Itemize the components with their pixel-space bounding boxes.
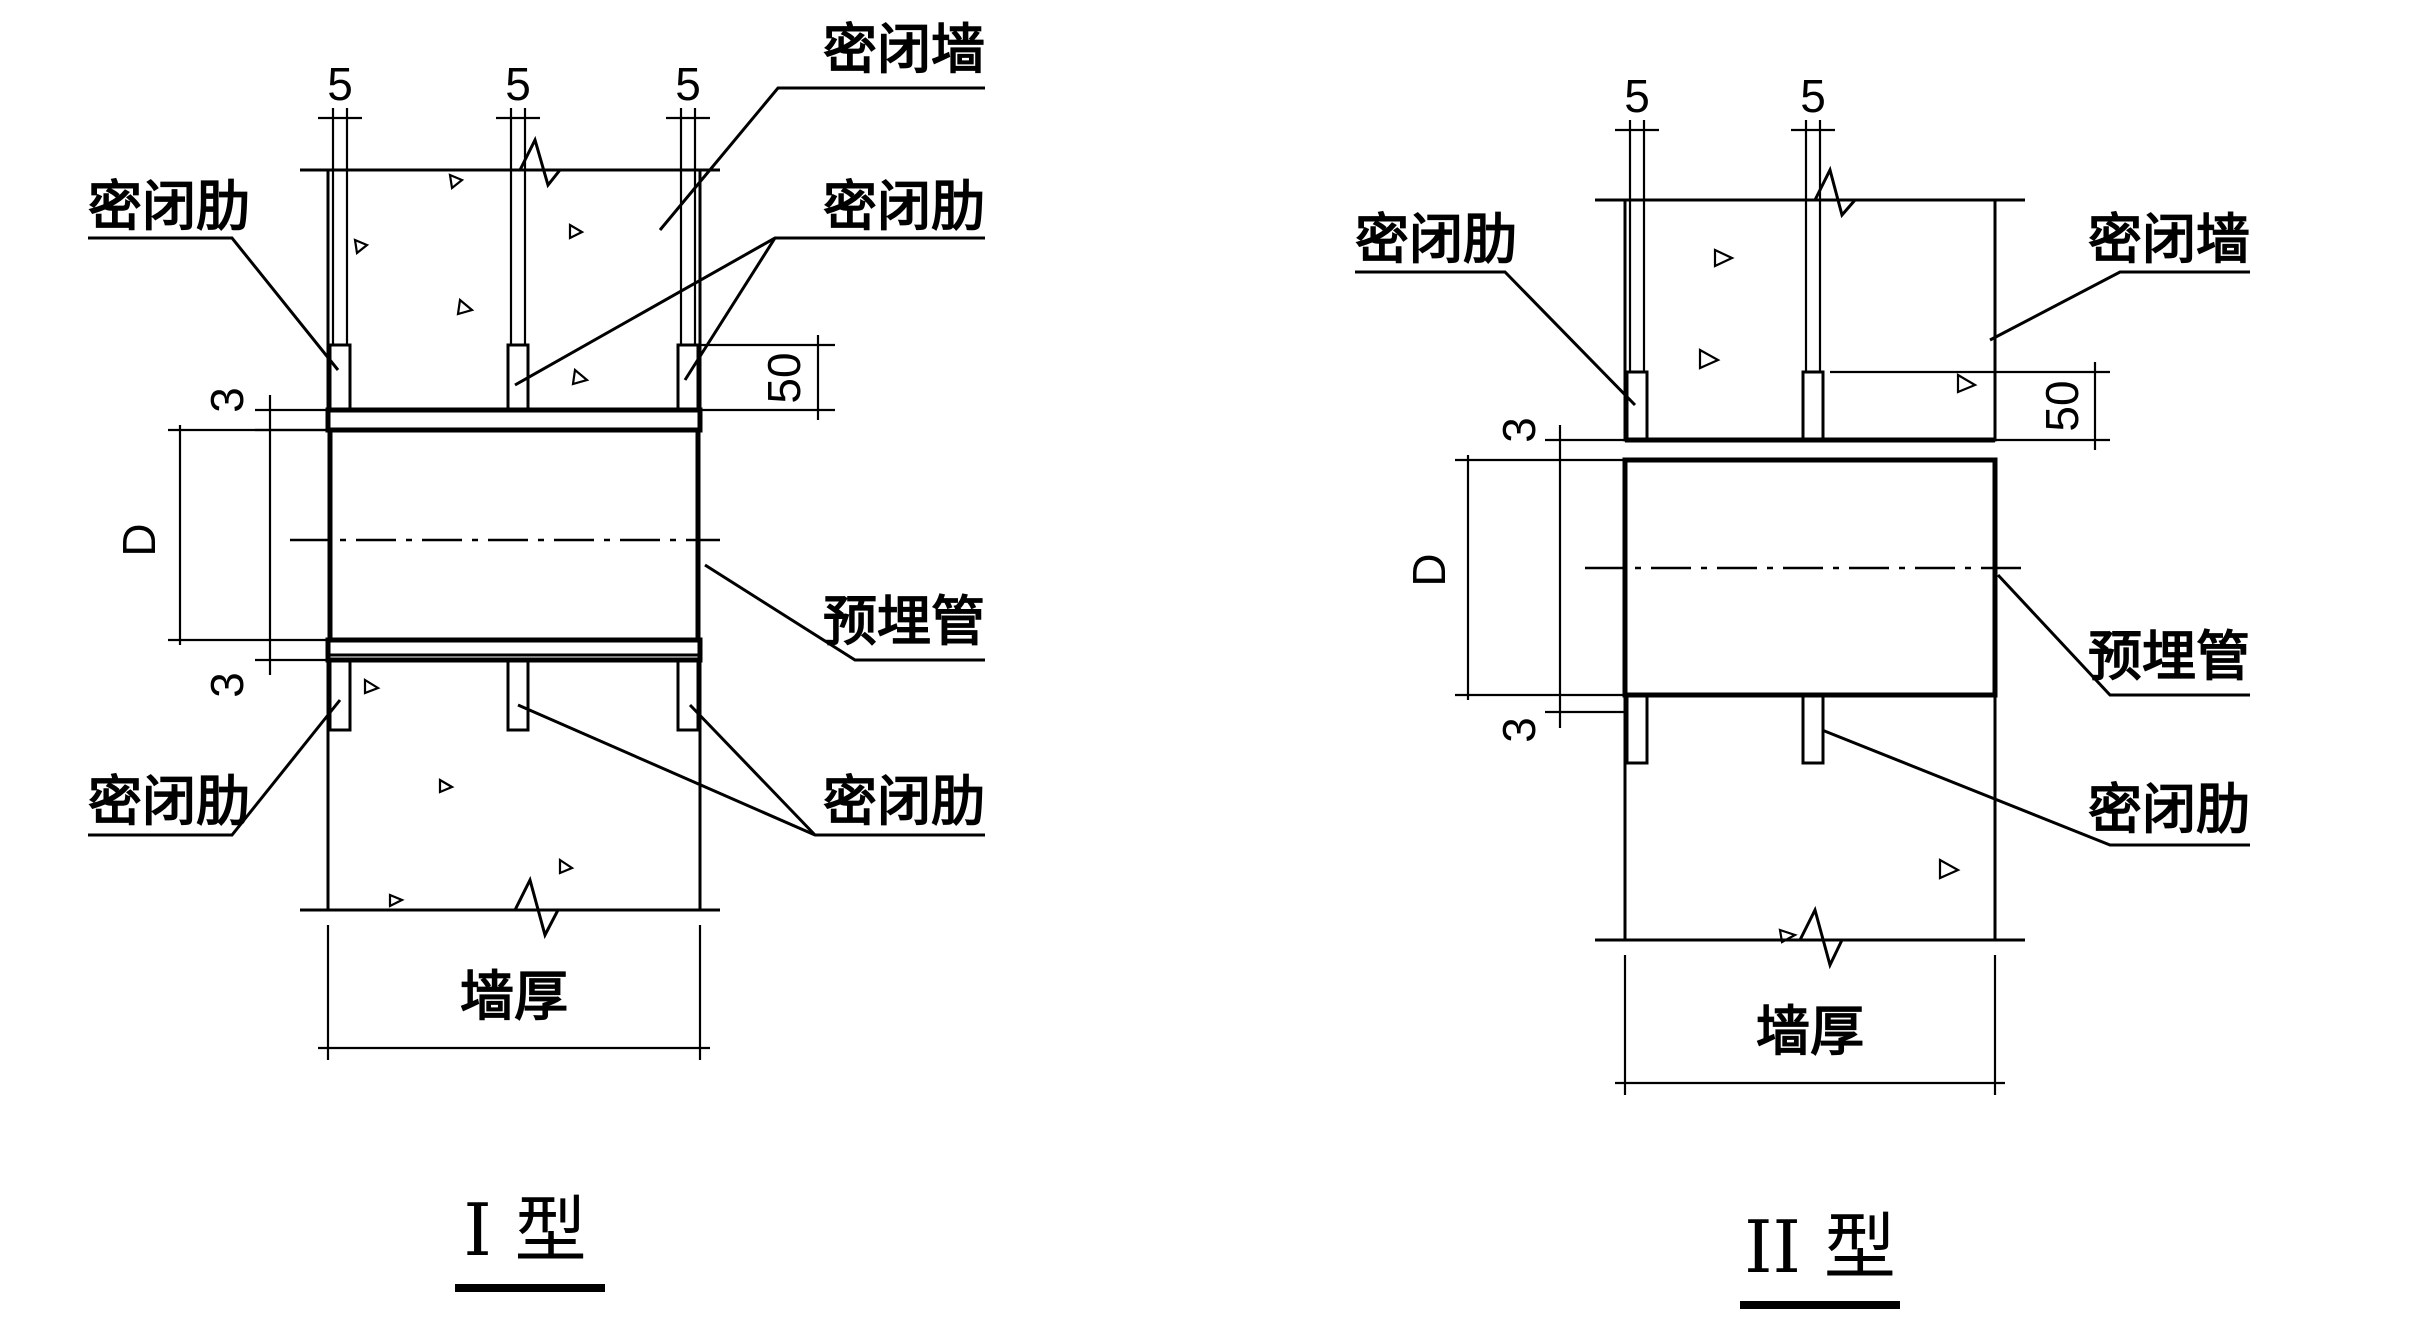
dim-diameter: D [1403, 553, 1455, 586]
wall-lower-section [326, 653, 702, 912]
pipe-wall-top [325, 407, 703, 433]
dim-rib-height: 50 [758, 352, 810, 403]
dim-spacing-1: 5 [1624, 70, 1650, 122]
label-rib-top-left: 密闭肋 [88, 175, 250, 238]
type-ii-diagram: 5 5 50 3 3 D 墙厚 密闭肋 密闭墙 预埋管 密闭肋 [1355, 70, 2250, 1309]
wall-thickness-label: 墙厚 [460, 965, 568, 1028]
embedded-pipe [1622, 457, 1998, 698]
label-rib-bottom-left: 密闭肋 [88, 770, 250, 833]
label-wall-top-right: 密闭墙 [2088, 208, 2250, 271]
rib-spacing-dims [1615, 120, 1835, 372]
label-wall-top-right: 密闭墙 [823, 18, 985, 81]
embedded-pipe [327, 427, 701, 643]
type-i-diagram: 5 5 5 50 3 3 D 墙厚 [88, 18, 985, 1292]
caption-type-ii: II 型 [1744, 1205, 1896, 1289]
label-rib-top-right: 密闭肋 [823, 175, 985, 238]
wall-lower-section [1623, 693, 1997, 942]
dim-spacing-3: 5 [675, 58, 701, 110]
caption-type-i: I 型 [463, 1188, 586, 1272]
aggregate-marks [353, 173, 590, 908]
dim-gap-top: 3 [201, 387, 253, 413]
rib-spacing-dims [318, 108, 710, 345]
label-pipe: 预埋管 [2088, 625, 2250, 688]
label-rib-top-left: 密闭肋 [1355, 208, 1517, 271]
label-pipe: 预埋管 [823, 590, 985, 653]
dim-gap-bottom: 3 [1493, 717, 1545, 743]
wall-thickness-dim [1615, 955, 2005, 1095]
wall-thickness-label: 墙厚 [1756, 1000, 1864, 1063]
dim-gap-top: 3 [1493, 417, 1545, 443]
dim-spacing-2: 5 [1800, 70, 1826, 122]
dim-diameter: D [113, 523, 165, 556]
gap-and-diameter-dims [1455, 425, 1625, 728]
wall-thickness-dim [318, 925, 710, 1060]
sealing-ribs [328, 343, 700, 732]
wall-upper-section [1623, 198, 1997, 442]
leader-lines [1355, 270, 2250, 847]
rib-height-dim [1830, 362, 2110, 450]
break-line-top [300, 135, 720, 189]
sealing-ribs [1625, 370, 1825, 765]
dim-spacing-1: 5 [327, 58, 353, 110]
aggregate-marks [1698, 248, 1978, 944]
break-line-bottom [1595, 905, 2025, 970]
dim-spacing-2: 5 [505, 58, 531, 110]
pipe-wall-bottom [325, 637, 703, 663]
label-rib-bottom-right: 密闭肋 [823, 770, 985, 833]
gap-and-diameter-dims [168, 395, 328, 675]
dim-rib-height: 50 [2036, 380, 2088, 431]
leader-lines [88, 86, 985, 837]
break-line-top [1595, 165, 2025, 219]
dim-gap-bottom: 3 [201, 672, 253, 698]
break-line-bottom [300, 875, 720, 940]
label-rib-bottom-right: 密闭肋 [2088, 778, 2250, 841]
rib-height-dim [700, 335, 835, 420]
wall-upper-section [326, 168, 702, 412]
